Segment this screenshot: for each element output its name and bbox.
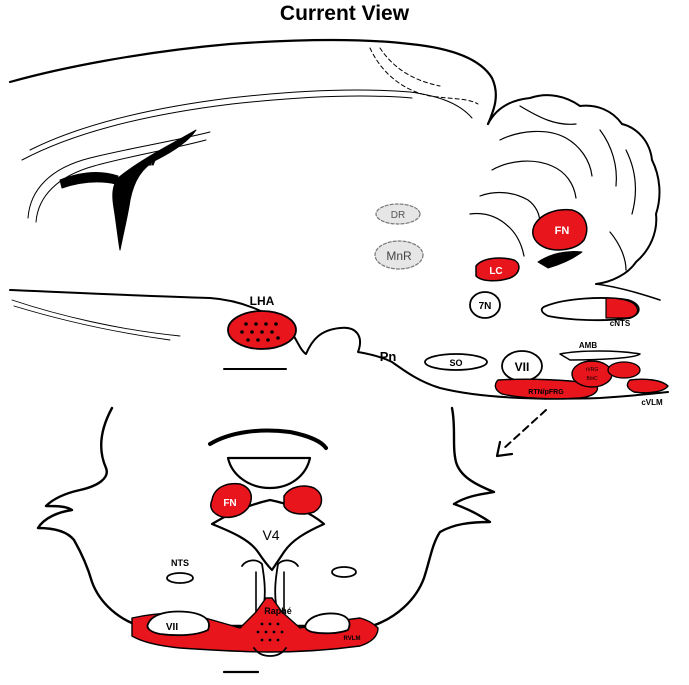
- dorsal-half-circle: [226, 456, 312, 490]
- hippocampus-dashed: [369, 47, 479, 105]
- rvrg-label: rVRG: [586, 367, 599, 373]
- cs-nts-label: NTS: [171, 558, 189, 568]
- cs-fn-label: FN: [223, 498, 236, 509]
- raphe-dots: [256, 622, 284, 642]
- cerebellum-outline: [487, 94, 661, 285]
- cs-vii-label: VII: [166, 622, 178, 633]
- ventral-notch: [253, 647, 287, 657]
- cortex-outline: [8, 38, 497, 126]
- cross-section-outline: [36, 406, 496, 628]
- fn-nucleus: [532, 208, 588, 251]
- seven-n-nucleus: [469, 291, 501, 319]
- dr-label: DR: [391, 210, 405, 221]
- cvlm-label: cVLM: [641, 398, 663, 407]
- cs-fn-right: [283, 485, 323, 515]
- rtn-label: RTN/pFRG: [528, 389, 564, 396]
- sagittal-section: LV V DR Mn: [8, 38, 669, 458]
- amb-column: [559, 350, 641, 361]
- pre-botc-nucleus: [607, 361, 641, 379]
- so-label: SO: [449, 358, 462, 368]
- seven-n-label: 7N: [479, 301, 492, 312]
- cs-nts-left: [166, 572, 194, 584]
- cerebellum-folia-8: [609, 231, 627, 271]
- lc-nucleus: [475, 257, 520, 282]
- cerebellum-folia-3: [479, 191, 541, 225]
- lateral-ventricle: [112, 129, 197, 251]
- vii-label: VII: [515, 360, 530, 374]
- botc-label: BötC: [586, 376, 598, 382]
- section-arrow-head: [495, 440, 514, 458]
- cs-fn-left: [210, 482, 253, 519]
- cs-vii-nucleus: [146, 610, 210, 637]
- cs-nts-right: [331, 566, 357, 578]
- frontal-faint-line-2: [13, 305, 171, 341]
- corpus-callosum: [27, 131, 211, 219]
- lha-dots: [240, 322, 280, 342]
- brainstem-dorsal-edge: [595, 283, 661, 301]
- mnr-nucleus: [374, 240, 424, 270]
- lc-label: LC: [489, 266, 502, 277]
- cortex-inner-line: [29, 89, 473, 151]
- frontal-faint-line: [11, 299, 181, 337]
- cs-rvlm-label: RVLM: [344, 636, 361, 642]
- amb-label: AMB: [579, 341, 597, 350]
- rvrg-nucleus: [571, 360, 613, 388]
- cerebellum-folia-1: [499, 130, 593, 177]
- rtn-column: [494, 378, 599, 400]
- figure-title: Current View: [279, 2, 410, 25]
- hippocampus-dashed-2: [379, 47, 441, 87]
- fourth-ventricle-sagittal: [537, 251, 583, 269]
- cs-raphe-label: Raphé: [264, 606, 292, 616]
- cnts-red-part: [605, 297, 639, 319]
- ventricle-label: LV: [148, 161, 155, 167]
- lha-label: LHA: [250, 294, 275, 308]
- ventricle-tail: [59, 172, 119, 189]
- ventral-red-band: [131, 597, 379, 653]
- so-nucleus: [424, 353, 488, 371]
- cs-right-white-oval: [304, 612, 351, 635]
- cerebellum-folia-4: [599, 129, 617, 187]
- cvlm-column: [626, 378, 669, 394]
- cortex-inner-line-2: [21, 95, 413, 161]
- mnr-label: MnR: [386, 249, 412, 263]
- dr-nucleus: [375, 203, 421, 225]
- fourth-ventricle-label: V: [560, 258, 564, 264]
- cnts-label: cNTS: [610, 319, 631, 328]
- v4-ventricle: [210, 498, 326, 572]
- pn-label: Pn: [380, 349, 397, 364]
- cerebellum-folia-5: [625, 149, 636, 215]
- section-arrow-line: [501, 409, 547, 451]
- v4-label: V4: [262, 527, 279, 543]
- fn-label: FN: [555, 225, 570, 237]
- dorsal-arc-black: [208, 428, 328, 450]
- cerebellum-folia-2: [491, 160, 577, 199]
- cerebellum-folia-7: [469, 212, 525, 257]
- cross-section: V4 FN NTS VII RVLM Raphé: [36, 406, 496, 674]
- lha-nucleus: [227, 310, 297, 350]
- cerebellum-folia-6: [519, 105, 577, 125]
